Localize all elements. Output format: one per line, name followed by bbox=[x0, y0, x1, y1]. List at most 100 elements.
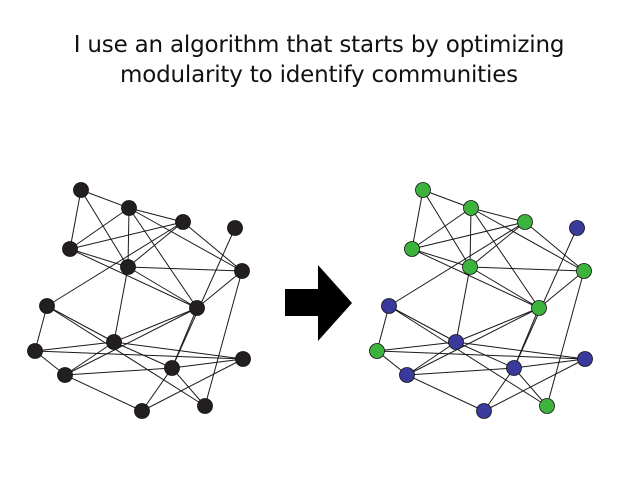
left-edge-n6-n7 bbox=[127, 266, 243, 272]
right-edge-n9-n15 bbox=[388, 305, 548, 407]
left-edge-n8-n12 bbox=[64, 307, 198, 376]
right-node-n1 bbox=[415, 182, 431, 198]
right-node-n8 bbox=[531, 300, 547, 316]
right-node-n5 bbox=[569, 220, 585, 236]
left-edge-n3-n7 bbox=[182, 221, 243, 272]
left-node-n12 bbox=[57, 367, 73, 383]
left-edge-n11-n13 bbox=[113, 341, 173, 369]
right-node-n13 bbox=[506, 360, 522, 376]
left-node-n7 bbox=[234, 263, 250, 279]
right-node-n3 bbox=[517, 214, 533, 230]
right-edge-n9-n11 bbox=[388, 305, 457, 343]
right-edge-n2-n3 bbox=[470, 207, 526, 223]
left-edge-n13-n14 bbox=[171, 358, 244, 369]
left-node-n13 bbox=[164, 360, 180, 376]
right-edge-n5-n13 bbox=[513, 227, 578, 369]
right-node-n14 bbox=[577, 351, 593, 367]
left-node-n16 bbox=[134, 403, 150, 419]
right-edge-n13-n14 bbox=[513, 358, 586, 369]
right-node-n15 bbox=[539, 398, 555, 414]
right-edge-n14-n16 bbox=[483, 358, 586, 412]
left-edge-n10-n14 bbox=[34, 350, 244, 360]
right-edge-n1-n6 bbox=[422, 189, 471, 268]
left-edge-n6-n8 bbox=[127, 266, 198, 309]
right-edge-n2-n6 bbox=[469, 207, 472, 268]
right-edge-n11-n14 bbox=[455, 341, 586, 360]
left-edge-n12-n13 bbox=[64, 367, 173, 376]
right-edge-n1-n2 bbox=[422, 189, 472, 209]
left-edge-n3-n6 bbox=[127, 221, 184, 268]
left-node-n11 bbox=[106, 334, 122, 350]
right-node-n9 bbox=[381, 298, 397, 314]
left-node-n14 bbox=[235, 351, 251, 367]
right-node-n11 bbox=[448, 334, 464, 350]
left-node-n6 bbox=[120, 259, 136, 275]
left-edge-n4-n6 bbox=[69, 248, 129, 268]
right-edge-n3-n4 bbox=[411, 221, 526, 250]
left-edge-n3-n4 bbox=[69, 221, 184, 250]
left-node-n1 bbox=[73, 182, 89, 198]
left-edge-n8-n13 bbox=[171, 307, 198, 369]
right-node-n7 bbox=[576, 263, 592, 279]
left-edge-n7-n8 bbox=[196, 270, 243, 309]
title-line-2: modularity to identify communities bbox=[120, 62, 518, 88]
left-node-n5 bbox=[227, 220, 243, 236]
left-edge-n12-n16 bbox=[64, 374, 143, 412]
right-edge-n7-n8 bbox=[538, 270, 585, 309]
right-edge-n10-n11 bbox=[376, 341, 457, 352]
left-edge-n2-n6 bbox=[127, 207, 130, 268]
right-node-n4 bbox=[404, 241, 420, 257]
right-edge-n4-n6 bbox=[411, 248, 471, 268]
left-edge-n2-n8 bbox=[128, 207, 198, 309]
left-edge-n2-n7 bbox=[128, 207, 243, 272]
left-edge-n11-n12 bbox=[64, 341, 115, 376]
left-edge-n7-n15 bbox=[204, 270, 243, 407]
right-node-n12 bbox=[399, 367, 415, 383]
left-edge-n11-n14 bbox=[113, 341, 244, 360]
right-node-n16 bbox=[476, 403, 492, 419]
right-edge-n3-n9 bbox=[388, 221, 526, 307]
right-edge-n8-n11 bbox=[455, 307, 540, 343]
right-edge-n1-n4 bbox=[411, 189, 424, 250]
right-node-n2 bbox=[463, 200, 479, 216]
left-node-n4 bbox=[62, 241, 78, 257]
right-edge-n12-n13 bbox=[406, 367, 515, 376]
left-edge-n1-n4 bbox=[69, 189, 82, 250]
right-node-n10 bbox=[369, 343, 385, 359]
right-edge-n8-n12 bbox=[406, 307, 540, 376]
left-edge-n1-n2 bbox=[80, 189, 130, 209]
right-edge-n10-n14 bbox=[376, 350, 586, 360]
left-edge-n9-n11 bbox=[46, 305, 115, 343]
left-node-n9 bbox=[39, 298, 55, 314]
left-edge-n3-n9 bbox=[46, 221, 184, 307]
left-node-n3 bbox=[175, 214, 191, 230]
left-edge-n10-n11 bbox=[34, 341, 115, 352]
left-node-n8 bbox=[189, 300, 205, 316]
right-edge-n2-n7 bbox=[470, 207, 585, 272]
left-edge-n14-n16 bbox=[141, 358, 244, 412]
left-node-n2 bbox=[121, 200, 137, 216]
left-edge-n6-n11 bbox=[113, 266, 129, 343]
left-edge-n5-n13 bbox=[171, 227, 236, 369]
right-edge-n11-n12 bbox=[406, 341, 457, 376]
right-edge-n11-n13 bbox=[455, 341, 515, 369]
right-edge-n13-n16 bbox=[483, 367, 515, 412]
right-edge-n8-n13 bbox=[513, 307, 540, 369]
right-edge-n6-n8 bbox=[469, 266, 540, 309]
left-edge-n4-n8 bbox=[69, 248, 198, 309]
left-edge-n8-n11 bbox=[113, 307, 198, 343]
right-edge-n6-n11 bbox=[455, 266, 471, 343]
right-edge-n2-n8 bbox=[470, 207, 540, 309]
right-edge-n7-n15 bbox=[546, 270, 585, 407]
slide-title: I use an algorithm that starts by optimi… bbox=[0, 30, 638, 90]
left-edge-n2-n4 bbox=[69, 207, 130, 250]
right-edge-n2-n4 bbox=[411, 207, 472, 250]
title-line-1: I use an algorithm that starts by optimi… bbox=[73, 32, 565, 58]
right-edge-n3-n6 bbox=[469, 221, 526, 268]
right-edge-n12-n16 bbox=[406, 374, 485, 412]
right-edge-n4-n8 bbox=[411, 248, 540, 309]
community-colored-network bbox=[369, 182, 593, 419]
left-edge-n13-n16 bbox=[141, 367, 173, 412]
right-edge-n6-n7 bbox=[469, 266, 585, 272]
